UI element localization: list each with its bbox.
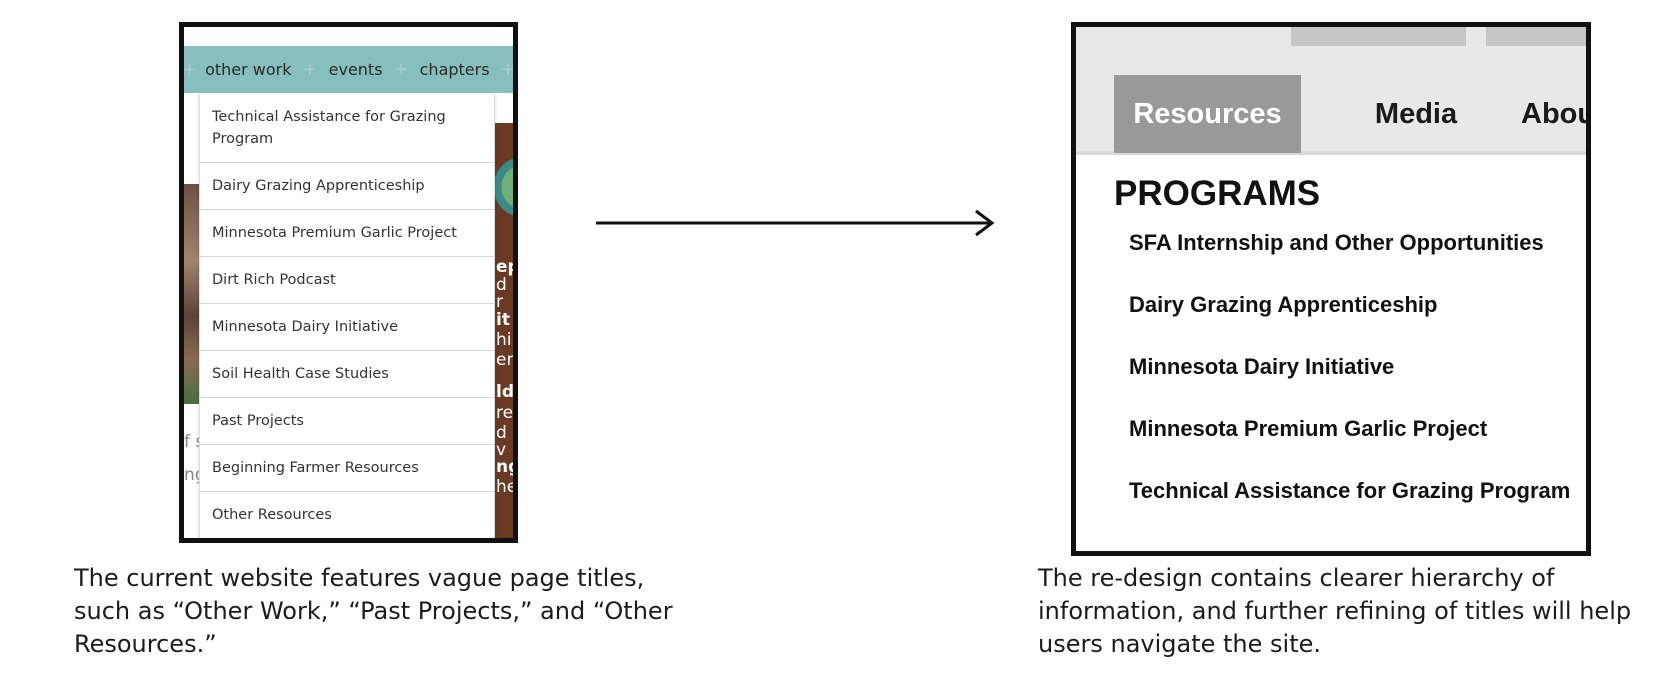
- redesign-mockup: Resources Media Abou PROGRAMS SFA Intern…: [1071, 22, 1591, 556]
- tab-media[interactable]: Media: [1374, 97, 1458, 130]
- nav-item-events[interactable]: events: [328, 60, 383, 79]
- dropdown-item[interactable]: Past Projects: [200, 398, 494, 445]
- section-heading: PROGRAMS: [1114, 174, 1321, 213]
- partial-text: d v: [496, 423, 507, 460]
- dropdown-item[interactable]: Other Resources: [200, 492, 494, 538]
- background-photo: [184, 184, 202, 404]
- partial-text: hi: [496, 330, 512, 350]
- nav-item-chapters[interactable]: chapters: [419, 60, 490, 79]
- program-link[interactable]: Technical Assistance for Grazing Program: [1129, 478, 1571, 503]
- dropdown-item[interactable]: Dairy Grazing Apprenticeship: [200, 163, 494, 210]
- dropdown-item[interactable]: Beginning Farmer Resources: [200, 445, 494, 492]
- nav-separator: +: [302, 59, 318, 80]
- dropdown-item[interactable]: Minnesota Dairy Initiative: [200, 304, 494, 351]
- top-tab-placeholder: [1291, 27, 1466, 46]
- logo-graphic: [494, 147, 513, 227]
- dropdown-item[interactable]: Technical Assistance for Grazing Program: [200, 94, 494, 163]
- top-tab-placeholder: [1486, 27, 1586, 46]
- partial-text: ep: [496, 257, 518, 277]
- program-link[interactable]: Minnesota Dairy Initiative: [1129, 354, 1395, 379]
- nav-separator: +: [393, 59, 409, 80]
- main-navigation: + other work + events + chapters + g: [184, 46, 513, 93]
- tab-about[interactable]: Abou: [1521, 97, 1591, 130]
- top-strip: [184, 27, 513, 46]
- program-link[interactable]: SFA Internship and Other Opportunities: [1129, 230, 1544, 255]
- programs-list: SFA Internship and Other Opportunities D…: [1129, 230, 1570, 540]
- nav-separator: +: [182, 59, 198, 80]
- dropdown-item[interactable]: Dirt Rich Podcast: [200, 257, 494, 304]
- partial-text: ld: [496, 382, 514, 402]
- dropdown-item[interactable]: Minnesota Premium Garlic Project: [200, 210, 494, 257]
- nav-item-other-work[interactable]: other work: [205, 60, 292, 79]
- other-work-dropdown-menu: Technical Assistance for Grazing Program…: [199, 94, 495, 538]
- partial-text: ng: [496, 457, 518, 477]
- program-link[interactable]: Minnesota Premium Garlic Project: [1129, 416, 1488, 441]
- current-site-screenshot: ep d r it hi en ld re d v ng he f s ngs …: [179, 22, 518, 543]
- caption-redesign: The re-design contains clearer hierarchy…: [1038, 564, 1632, 658]
- dropdown-item[interactable]: Soil Health Case Studies: [200, 351, 494, 398]
- partial-text: re: [496, 403, 514, 423]
- partial-text: he: [496, 477, 518, 497]
- nav-separator: +: [500, 59, 516, 80]
- partial-text: it: [496, 310, 510, 330]
- tab-bar: Resources Media Abou: [1076, 27, 1586, 155]
- arrow-right-icon: [596, 209, 995, 237]
- caption-current: The current website features vague page …: [74, 564, 673, 658]
- partial-text: d r: [496, 275, 507, 312]
- program-link[interactable]: Dairy Grazing Apprenticeship: [1129, 292, 1438, 317]
- partial-text: en: [496, 350, 518, 370]
- tab-resources[interactable]: Resources: [1114, 75, 1301, 153]
